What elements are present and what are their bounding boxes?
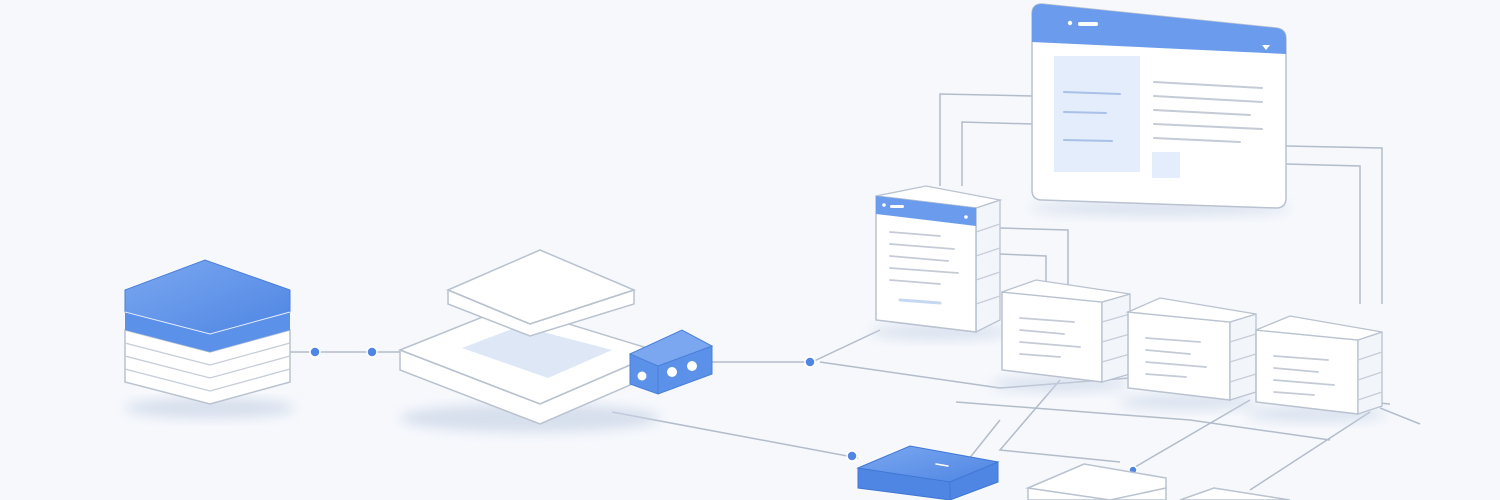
connector-block-icon [628, 329, 714, 395]
layered-platform-icon [397, 249, 663, 432]
gateway-block-icon [856, 445, 1000, 500]
edge-browser-left-outer [939, 93, 1033, 186]
browser-window-icon [1030, 3, 1290, 216]
edge-grid-4 [998, 379, 1121, 463]
port-dot [667, 367, 677, 377]
edge-grid-5 [1129, 399, 1251, 471]
port-dot [637, 371, 647, 381]
server-rack-icon [1246, 315, 1386, 422]
window-title-bar [1078, 22, 1098, 26]
edge-server-link-a [999, 227, 1069, 290]
edge-browser-left-inner [961, 121, 1033, 186]
window-sidebar-panel [1054, 56, 1140, 172]
server-dot-icon [964, 215, 968, 219]
edge-browser-right-inner [1285, 163, 1361, 304]
module-block-icon [1179, 487, 1291, 500]
connection-dot [846, 450, 858, 462]
edge-server-link-b [999, 253, 1047, 290]
module-block-icon [1025, 463, 1167, 500]
window-dot-icon [1067, 20, 1073, 26]
connection-dot [309, 346, 321, 358]
window-thumbnail [1152, 152, 1180, 178]
connection-dot [366, 346, 378, 358]
connection-dot [804, 356, 816, 368]
port-dot [687, 361, 697, 371]
edge-grid-7 [1379, 407, 1421, 425]
server-dot-icon [882, 203, 886, 207]
window-chevron-icon [1262, 45, 1270, 50]
edge-browser-right-outer [1285, 145, 1383, 304]
edge-grid-2 [955, 401, 1331, 441]
server-rack-icon [870, 185, 1010, 340]
database-stack-icon [124, 259, 295, 418]
server-rack-icon [990, 279, 1131, 392]
edge-grid-6 [1249, 411, 1371, 491]
edge-connector-servers [710, 329, 881, 363]
server-rack-icon [1118, 297, 1258, 410]
